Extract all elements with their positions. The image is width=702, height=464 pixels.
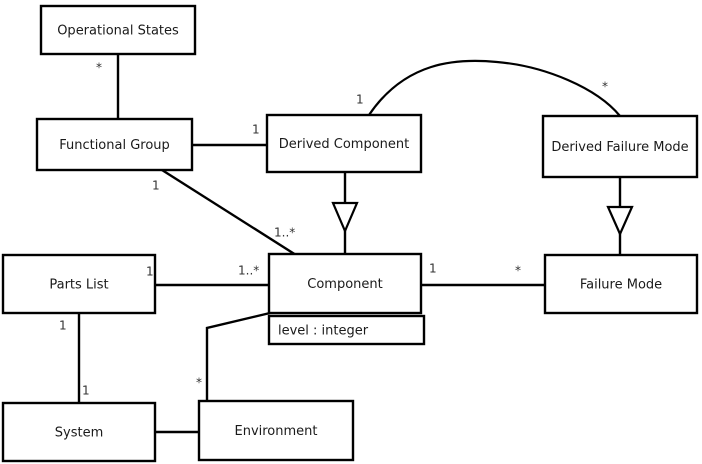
- class-box-environment[interactable]: Environment: [197, 399, 355, 462]
- association-derived-component-to-derived-failure-mode[interactable]: [368, 59, 621, 117]
- class-box-frame: [1, 401, 157, 463]
- class-box-functional-group[interactable]: Functional Group: [35, 117, 194, 172]
- multiplicity-label: 1: [146, 265, 154, 279]
- class-attribute: level : integer: [278, 324, 369, 339]
- class-name: Component: [307, 277, 382, 292]
- class-box-system[interactable]: System: [1, 401, 157, 463]
- multiplicity-label: 1: [252, 123, 260, 137]
- multiplicity-label: 1..*: [238, 264, 259, 278]
- multiplicity-label: *: [196, 376, 202, 390]
- class-name: Parts List: [49, 278, 108, 293]
- association-layer: [77, 54, 634, 434]
- class-name: Operational States: [57, 24, 179, 39]
- class-name: Failure Mode: [580, 278, 662, 293]
- class-box-failure-mode[interactable]: Failure Mode: [543, 253, 699, 315]
- multiplicity-label: *: [602, 80, 608, 94]
- multiplicity-label: 1: [152, 179, 160, 193]
- association-functional-group-to-component[interactable]: [161, 168, 297, 257]
- multiplicity-label: 1: [82, 384, 90, 398]
- class-box-frame: [265, 113, 423, 174]
- class-box-parts-list[interactable]: Parts List: [1, 253, 157, 315]
- association-line: [368, 59, 621, 117]
- class-attribute-compartment: [267, 314, 426, 346]
- association-line: [205, 311, 271, 401]
- class-box-derived-failure-mode[interactable]: Derived Failure Mode: [541, 114, 699, 179]
- association-environment-to-component[interactable]: [205, 311, 271, 401]
- multiplicity-label: 1: [59, 319, 67, 333]
- association-derived-component-generalizes-component[interactable]: [331, 172, 359, 254]
- multiplicity-label: 1..*: [274, 226, 295, 240]
- class-box-operational-states[interactable]: Operational States: [39, 4, 197, 56]
- multiplicity-label: *: [515, 264, 521, 278]
- association-line: [161, 168, 297, 257]
- class-name: Derived Component: [279, 137, 410, 152]
- class-box-frame: [39, 4, 197, 56]
- class-box-frame: [543, 253, 699, 315]
- multiplicity-label: 1: [356, 93, 364, 107]
- class-name: Derived Failure Mode: [551, 140, 688, 155]
- class-box-derived-component[interactable]: Derived Component: [265, 113, 423, 174]
- multiplicity-label: 1: [429, 262, 437, 276]
- multiplicity-layer: * 1 1 1..* 1 * 1 1..* 1 * 1 1 *: [59, 61, 608, 398]
- generalization-arrowhead: [331, 201, 359, 234]
- class-box-frame: [35, 117, 194, 172]
- class-name: Environment: [234, 424, 317, 439]
- class-box-component[interactable]: Component level : integer: [267, 252, 426, 346]
- generalization-arrowhead: [606, 205, 634, 237]
- class-name: Functional Group: [59, 138, 170, 153]
- multiplicity-label: *: [96, 61, 102, 75]
- class-box-frame: [1, 253, 157, 315]
- class-box-frame: [541, 114, 699, 179]
- class-box-frame: [197, 399, 355, 462]
- association-derived-failure-mode-generalizes-failure-mode[interactable]: [606, 177, 634, 255]
- class-box-frame: [267, 252, 423, 315]
- class-name: System: [55, 426, 103, 441]
